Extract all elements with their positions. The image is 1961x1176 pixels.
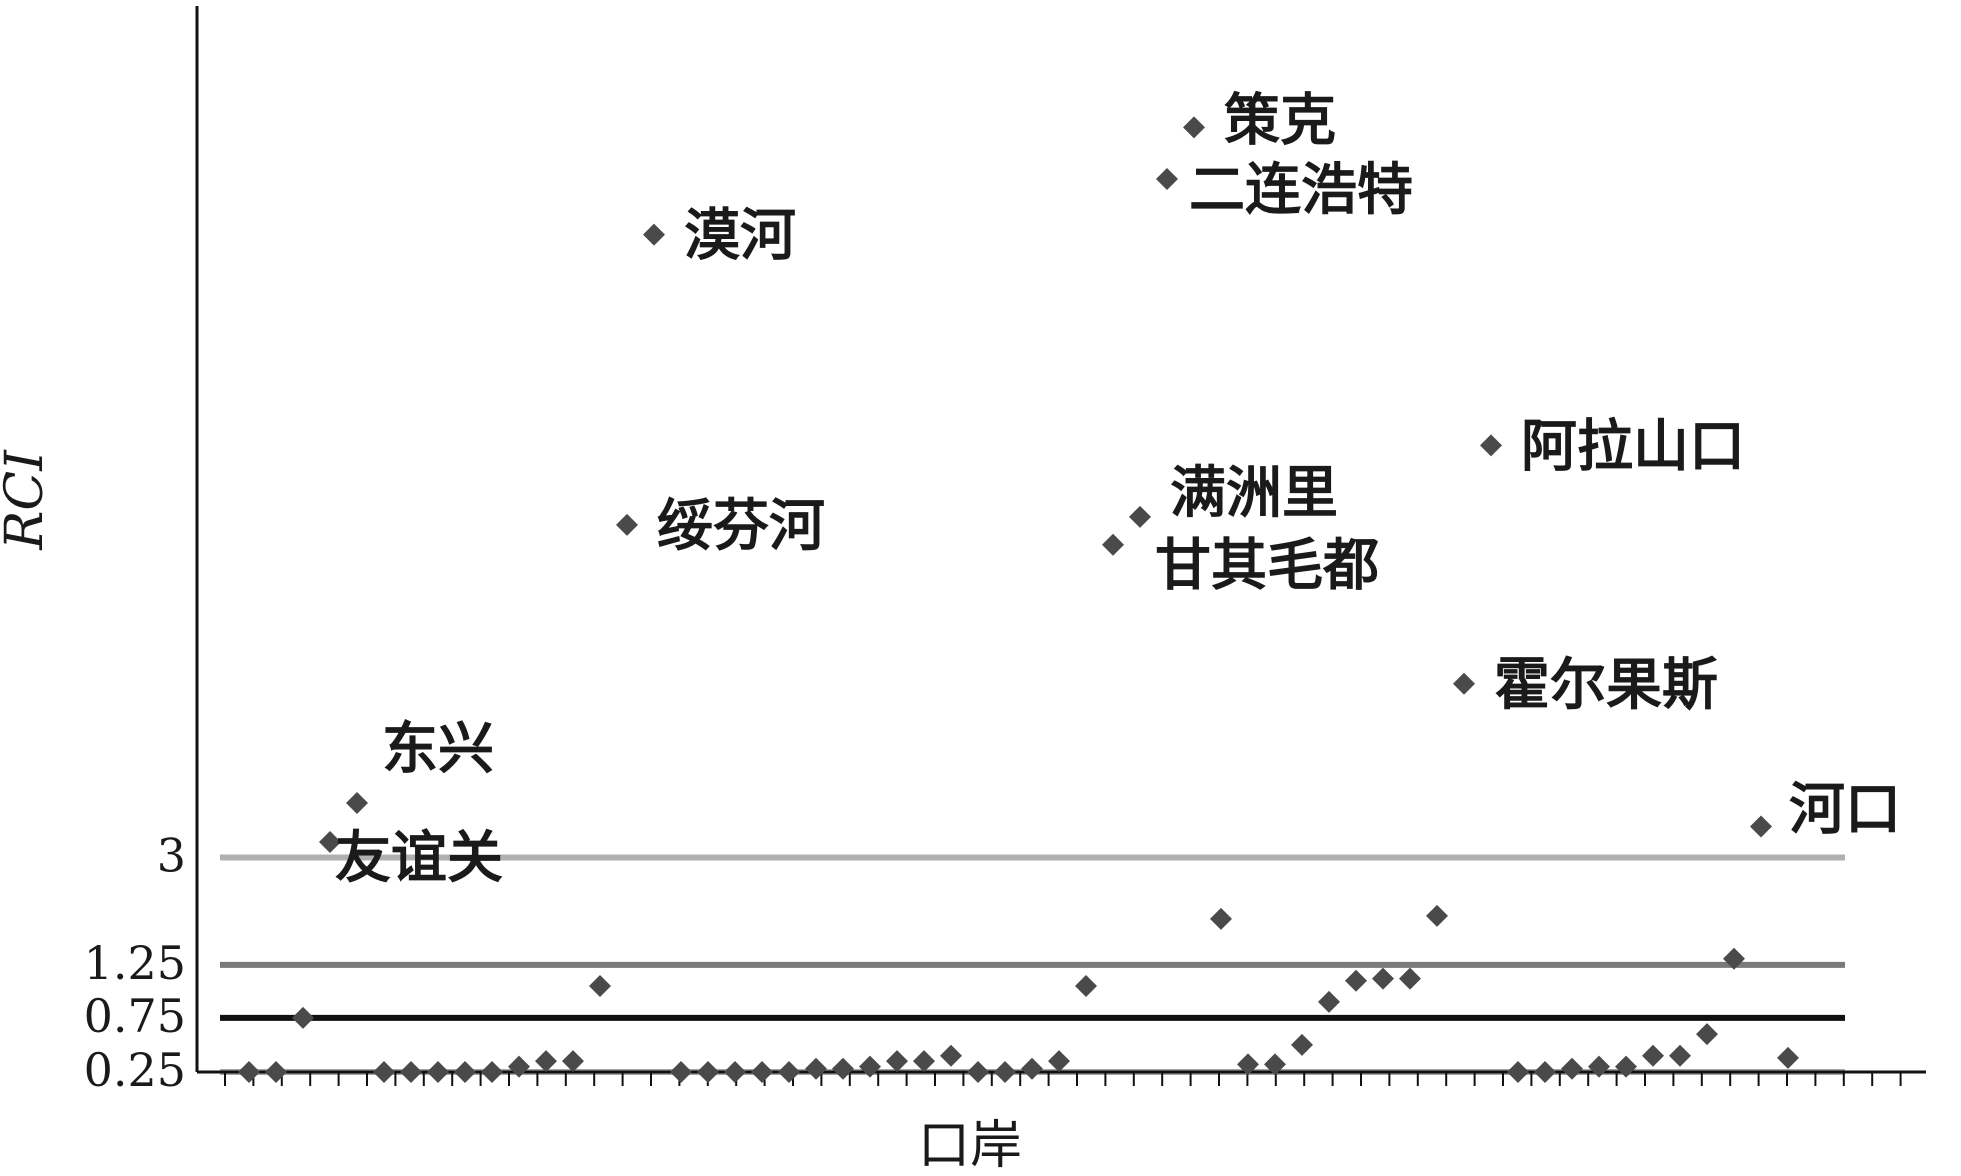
data-point — [832, 1057, 854, 1080]
data-point — [265, 1061, 287, 1083]
data-point — [1669, 1044, 1691, 1067]
data-point — [886, 1050, 908, 1073]
data-point — [346, 792, 368, 815]
data-point — [778, 1061, 800, 1083]
data-point — [1615, 1055, 1637, 1078]
data-point — [1588, 1055, 1610, 1078]
point-label: 友谊关 — [335, 825, 503, 891]
point-label: 二连浩特 — [1189, 157, 1413, 223]
data-point — [589, 975, 611, 998]
data-point — [1345, 969, 1367, 992]
data-point — [1291, 1033, 1313, 1056]
data-point — [1237, 1053, 1259, 1076]
data-point — [1075, 975, 1097, 998]
data-point — [508, 1055, 530, 1078]
data-point — [859, 1055, 881, 1078]
data-point — [1264, 1053, 1286, 1076]
data-point — [1183, 116, 1205, 139]
data-point — [1156, 168, 1178, 191]
data-point — [697, 1061, 719, 1083]
x-axis-title: 口岸 — [918, 1116, 1022, 1176]
data-point — [1750, 815, 1772, 838]
y-tick-label: 1.25 — [84, 936, 186, 990]
data-point — [535, 1050, 557, 1073]
data-point — [1507, 1061, 1529, 1083]
data-point — [913, 1050, 935, 1073]
data-point — [1399, 967, 1421, 990]
y-axis-title: RCI — [0, 449, 55, 551]
y-tick-label: 0.75 — [84, 989, 186, 1043]
data-point — [1048, 1050, 1070, 1073]
data-point — [454, 1061, 476, 1083]
data-point — [616, 513, 638, 536]
data-point — [1372, 967, 1394, 990]
data-point — [1723, 947, 1745, 970]
point-label: 阿拉山口 — [1521, 413, 1745, 479]
data-point — [400, 1061, 422, 1083]
data-point — [562, 1050, 584, 1073]
data-point — [427, 1061, 449, 1083]
data-point — [1696, 1023, 1718, 1046]
point-label: 河口 — [1789, 777, 1901, 843]
data-point — [1480, 434, 1502, 457]
data-point — [1642, 1044, 1664, 1067]
data-point — [1561, 1057, 1583, 1080]
data-point — [1129, 505, 1151, 528]
data-point — [1318, 990, 1340, 1013]
data-point — [1453, 672, 1475, 695]
axes — [195, 6, 1926, 1074]
point-label: 东兴 — [382, 716, 494, 782]
data-point — [751, 1061, 773, 1083]
y-axis-ticks: 0.250.751.25 3 — [84, 829, 186, 1097]
y-tick-label: 3 — [157, 829, 186, 883]
data-point — [967, 1061, 989, 1083]
point-label: 漠河 — [684, 203, 796, 269]
data-point — [1426, 904, 1448, 927]
point-label: 霍尔果斯 — [1494, 652, 1718, 718]
data-point — [1534, 1061, 1556, 1083]
data-point — [643, 223, 665, 246]
data-point — [238, 1061, 260, 1083]
data-point — [724, 1061, 746, 1083]
point-label: 策克 — [1224, 87, 1336, 153]
data-point — [805, 1057, 827, 1080]
point-label: 满洲里 — [1170, 460, 1338, 526]
data-points — [238, 116, 1799, 1083]
point-label: 甘其毛都 — [1155, 533, 1379, 599]
data-point — [994, 1061, 1016, 1083]
data-point — [1021, 1057, 1043, 1080]
data-point — [319, 831, 341, 854]
data-point — [1777, 1046, 1799, 1069]
data-point — [1210, 907, 1232, 930]
data-point — [940, 1044, 962, 1067]
data-point — [292, 1006, 314, 1029]
y-tick-label: 0.25 — [84, 1043, 186, 1097]
data-point — [373, 1061, 395, 1083]
point-label: 绥芬河 — [657, 493, 825, 559]
data-point — [670, 1061, 692, 1083]
data-point — [481, 1061, 503, 1083]
data-point — [1102, 533, 1124, 556]
